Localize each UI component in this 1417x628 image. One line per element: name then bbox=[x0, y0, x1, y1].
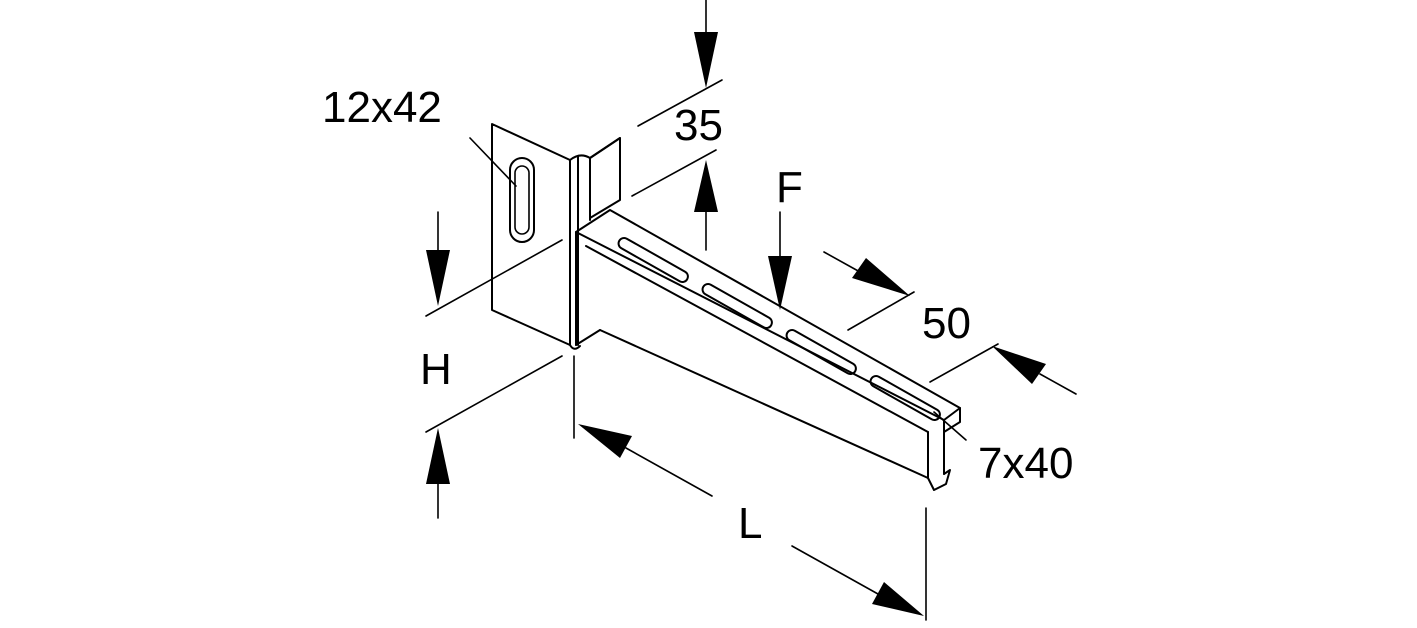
label-length: L bbox=[738, 499, 762, 548]
arrow-left-icon bbox=[578, 424, 632, 458]
slot-1 bbox=[617, 236, 689, 283]
leader-7x40 bbox=[933, 411, 967, 441]
leader-12x42 bbox=[469, 137, 517, 187]
force-arrow bbox=[768, 211, 792, 310]
dimension-35 bbox=[631, 0, 723, 251]
wall-plate bbox=[491, 123, 621, 350]
arrow-down-icon bbox=[768, 256, 792, 310]
arrow-up-icon bbox=[426, 428, 450, 484]
arrow-left-icon bbox=[992, 346, 1046, 384]
label-width: 50 bbox=[922, 299, 971, 348]
label-slot: 7x40 bbox=[978, 439, 1073, 488]
label-hole-wall: 12x42 bbox=[322, 83, 442, 132]
arrow-down-icon bbox=[694, 32, 718, 88]
slot-2 bbox=[701, 282, 773, 329]
label-force: F bbox=[776, 163, 803, 212]
wall-plate-slot bbox=[509, 157, 535, 243]
arrow-down-icon bbox=[426, 250, 450, 306]
dimension-h bbox=[425, 211, 563, 519]
label-flange: 35 bbox=[674, 101, 723, 150]
label-height: H bbox=[420, 345, 452, 394]
arrow-up-icon bbox=[694, 160, 718, 212]
arrow-right-icon bbox=[852, 258, 910, 296]
dimension-l bbox=[573, 355, 927, 621]
arrow-right-icon bbox=[872, 582, 924, 616]
cantilever-arm bbox=[575, 209, 961, 491]
slot-3 bbox=[785, 328, 857, 375]
dimension-50 bbox=[823, 251, 1077, 395]
